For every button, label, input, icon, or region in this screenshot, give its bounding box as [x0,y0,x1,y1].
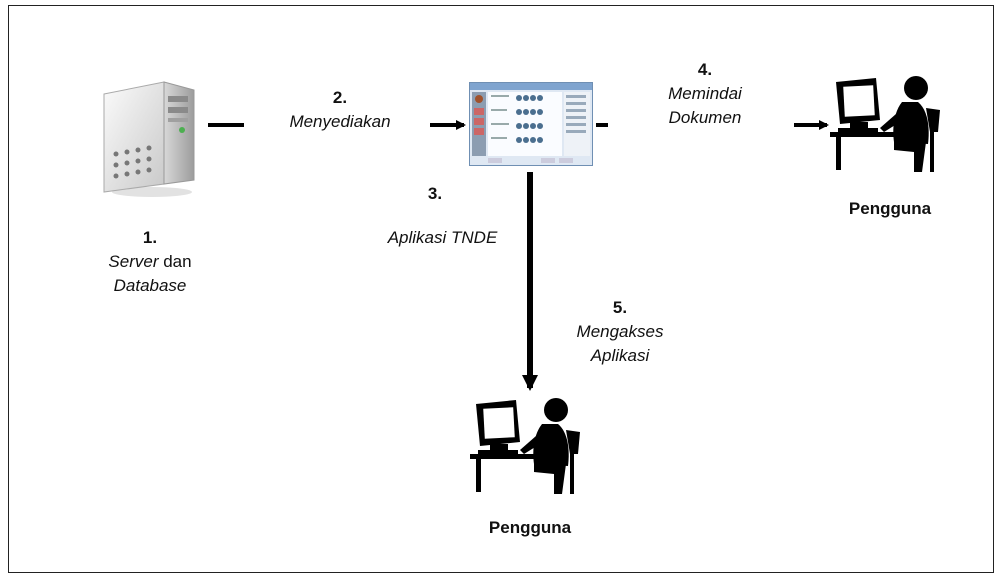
step5-line2: Aplikasi [590,346,650,365]
application-window-icon [469,82,593,166]
step1-dan-word: dan [158,252,192,271]
user-at-computer-icon-bottom [470,398,580,494]
step4-line2: Dokumen [668,108,742,127]
step3-number: 3. [427,184,443,203]
step5-line1: Mengakses [576,322,664,341]
step4-line1: Memindai [668,84,742,103]
user-right-label: Pengguna [848,199,932,218]
step1-number: 1. [142,228,158,247]
step5-label: 5. Mengakses Aplikasi [550,296,690,368]
step1-database-word: Database [113,276,187,295]
server-icon [103,81,195,197]
diagram-frame [8,5,994,573]
user-bottom-label: Pengguna [488,518,572,537]
step3-text: Aplikasi TNDE [387,228,498,247]
step4-label: 4. Memindai Dokumen [640,58,770,130]
step1-label: 1. Server dan Database [90,226,210,298]
user-at-computer-icon-right [830,76,940,172]
step1-server-word: Server [108,252,159,271]
step4-number: 4. [697,60,713,79]
step2-text: Menyediakan [289,112,391,131]
step2-label: 2. Menyediakan [265,86,415,134]
step2-number: 2. [332,88,348,107]
step5-number: 5. [612,298,628,317]
